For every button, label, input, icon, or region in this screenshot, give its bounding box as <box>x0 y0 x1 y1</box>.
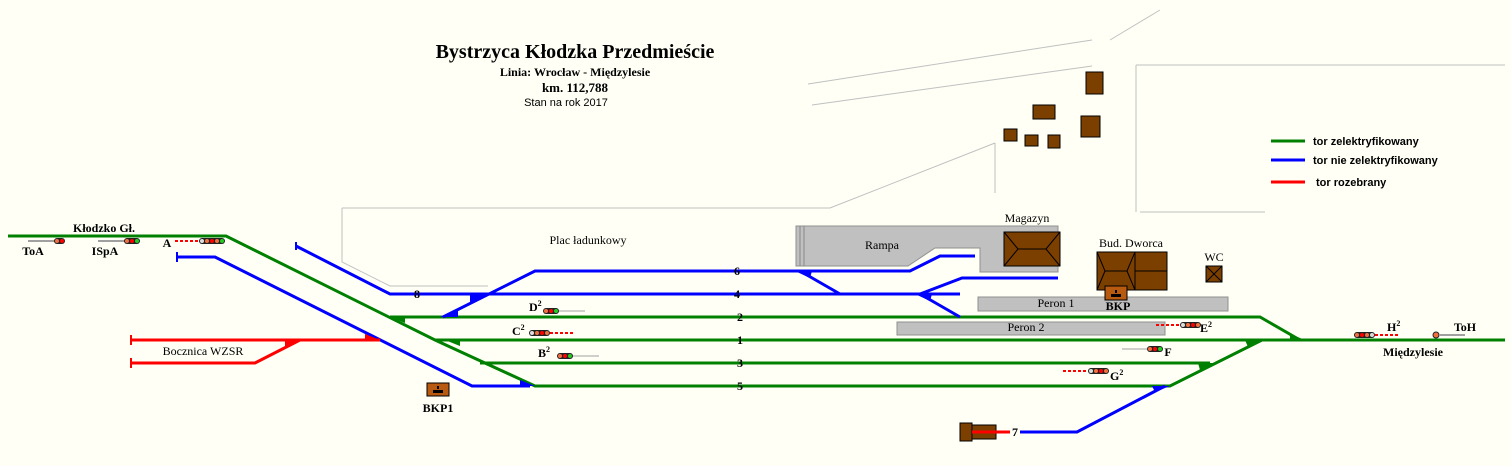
label-peron-1: Peron 1 <box>1038 296 1075 310</box>
peron-1 <box>977 296 1229 312</box>
legend: tor zelektryfikowany tor nie zelektryfik… <box>1271 136 1439 189</box>
signal-h: H2 <box>1387 319 1400 334</box>
signals <box>28 238 1465 374</box>
label-bkp1: BKP1 <box>423 401 454 415</box>
non-electrified-tracks <box>176 242 1170 434</box>
signal-ispa: ISpA <box>92 244 119 258</box>
legend-non-electrified: tor nie zelektryfikowany <box>1313 155 1439 167</box>
station-left: Kłodzko Gł. <box>73 221 135 235</box>
station-right: Międzylesie <box>1383 345 1444 359</box>
track-2-label: 2 <box>737 310 743 324</box>
station-building <box>1096 251 1168 291</box>
signal-toh: ToH <box>1454 320 1477 334</box>
signal-a: A <box>163 236 172 250</box>
track-7-label: 7 <box>1012 425 1018 439</box>
legend-electrified: tor zelektryfikowany <box>1313 136 1420 148</box>
signal-toa: ToA <box>22 244 44 258</box>
label-bkp: BKP <box>1106 299 1131 313</box>
label-rampa: Rampa <box>865 238 900 252</box>
dismantled-tracks <box>130 334 1010 434</box>
wc-building <box>1205 265 1223 283</box>
signal-f: F <box>1164 345 1171 359</box>
bkp1-icon <box>426 382 450 397</box>
page-title: Bystrzyca Kłodzka Przedmieście <box>436 41 715 63</box>
magazyn-building <box>1003 231 1061 267</box>
line-name: Linia: Wrocław - Międzylesie <box>500 65 651 79</box>
track-3-label: 3 <box>737 356 743 370</box>
header: Bystrzyca Kłodzka Przedmieście Linia: Wr… <box>436 41 715 109</box>
peron-2 <box>896 321 1166 336</box>
kilometer: km. 112,788 <box>542 80 609 95</box>
status-year: Stan na rok 2017 <box>524 97 608 109</box>
signal-b: B2 <box>538 345 550 360</box>
signal-c: C2 <box>512 323 525 338</box>
bkp-icon <box>1104 285 1128 301</box>
small-buildings <box>1003 71 1104 149</box>
label-magazyn: Magazyn <box>1005 211 1050 225</box>
signal-g: G2 <box>1110 368 1123 383</box>
label-wc: WC <box>1204 250 1223 264</box>
track-1-label: 1 <box>737 333 743 347</box>
track-6-label: 6 <box>734 264 740 278</box>
label-dworzec: Bud. Dworca <box>1099 236 1164 250</box>
signal-e: E2 <box>1200 320 1212 335</box>
label-bocznica: Bocznica WZSR <box>163 344 244 358</box>
electrified-tracks <box>8 234 1505 388</box>
signal-d: D2 <box>529 299 542 314</box>
track-5-label: 5 <box>737 379 743 393</box>
track-8-label: 8 <box>414 287 420 301</box>
track-4-label: 4 <box>734 287 740 301</box>
label-peron-2: Peron 2 <box>1008 320 1045 334</box>
label-plac: Plac ładunkowy <box>550 233 627 247</box>
area-outlines <box>341 9 1505 287</box>
legend-dismantled: tor rozebrany <box>1316 177 1387 189</box>
